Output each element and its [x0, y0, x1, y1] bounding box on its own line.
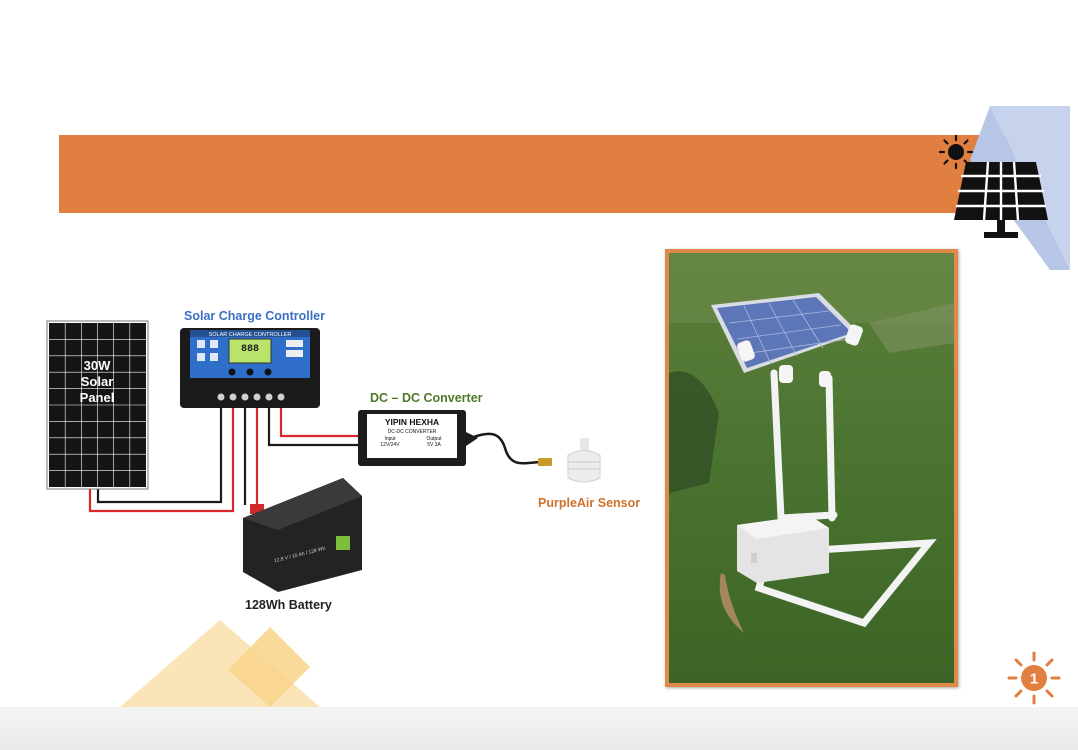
sun-page-number-icon: 1	[1007, 651, 1061, 705]
solar-decoration	[938, 106, 1070, 270]
purpleair-sensor	[567, 438, 601, 483]
panel-negative-wire	[96, 408, 223, 504]
panel-positive-wire	[88, 408, 235, 513]
title-banner	[59, 135, 1013, 213]
converter-input: Input	[384, 436, 396, 442]
controller-display: 888	[241, 344, 259, 355]
solar-panel: 30W Solar Panel	[46, 320, 149, 490]
wires	[88, 408, 541, 513]
dc-dc-converter: YIPIN HEXHA DC-DC CONVERTER Input 12V/24…	[358, 410, 478, 466]
bottom-strip	[0, 707, 1078, 750]
converter-label: DC – DC Converter	[370, 391, 483, 405]
battery: 12.8 V / 10 Ah / 128 Wh	[243, 478, 362, 592]
solar-panel-icon	[954, 161, 1048, 238]
battery-label: 128Wh Battery	[245, 598, 332, 612]
converter-input-value: 12V/24V	[380, 442, 400, 448]
load-negative-wire	[267, 408, 360, 447]
panel-label-line2: Solar	[81, 374, 114, 389]
panel-label-line1: 30W	[84, 358, 111, 373]
bottom-triangle-decoration	[120, 620, 320, 707]
converter-output: Output	[426, 436, 442, 442]
usb-plug	[538, 458, 552, 466]
page-number: 1	[1030, 671, 1038, 688]
wiring-diagram: 30W Solar Panel SOLAR CHARGE CONTROLLER …	[46, 320, 601, 592]
usb-cable	[465, 432, 541, 465]
deployment-photo	[669, 253, 954, 683]
converter-output-value: 5V 3A	[427, 442, 441, 448]
converter-subtitle: DC-DC CONVERTER	[388, 429, 437, 435]
converter-brand: YIPIN HEXHA	[385, 417, 439, 427]
load-positive-wire	[279, 408, 360, 438]
sun-icon	[938, 134, 974, 170]
panel-cell-grid	[49, 323, 146, 487]
controller-header: SOLAR CHARGE CONTROLLER	[209, 332, 292, 338]
solar-sensor-photo	[669, 253, 954, 683]
charge-controller: SOLAR CHARGE CONTROLLER 888	[180, 328, 320, 408]
charge-controller-label: Solar Charge Controller	[184, 309, 325, 323]
purpleair-sensor-label: PurpleAir Sensor	[538, 496, 641, 510]
panel-label-line3: Panel	[80, 390, 115, 405]
